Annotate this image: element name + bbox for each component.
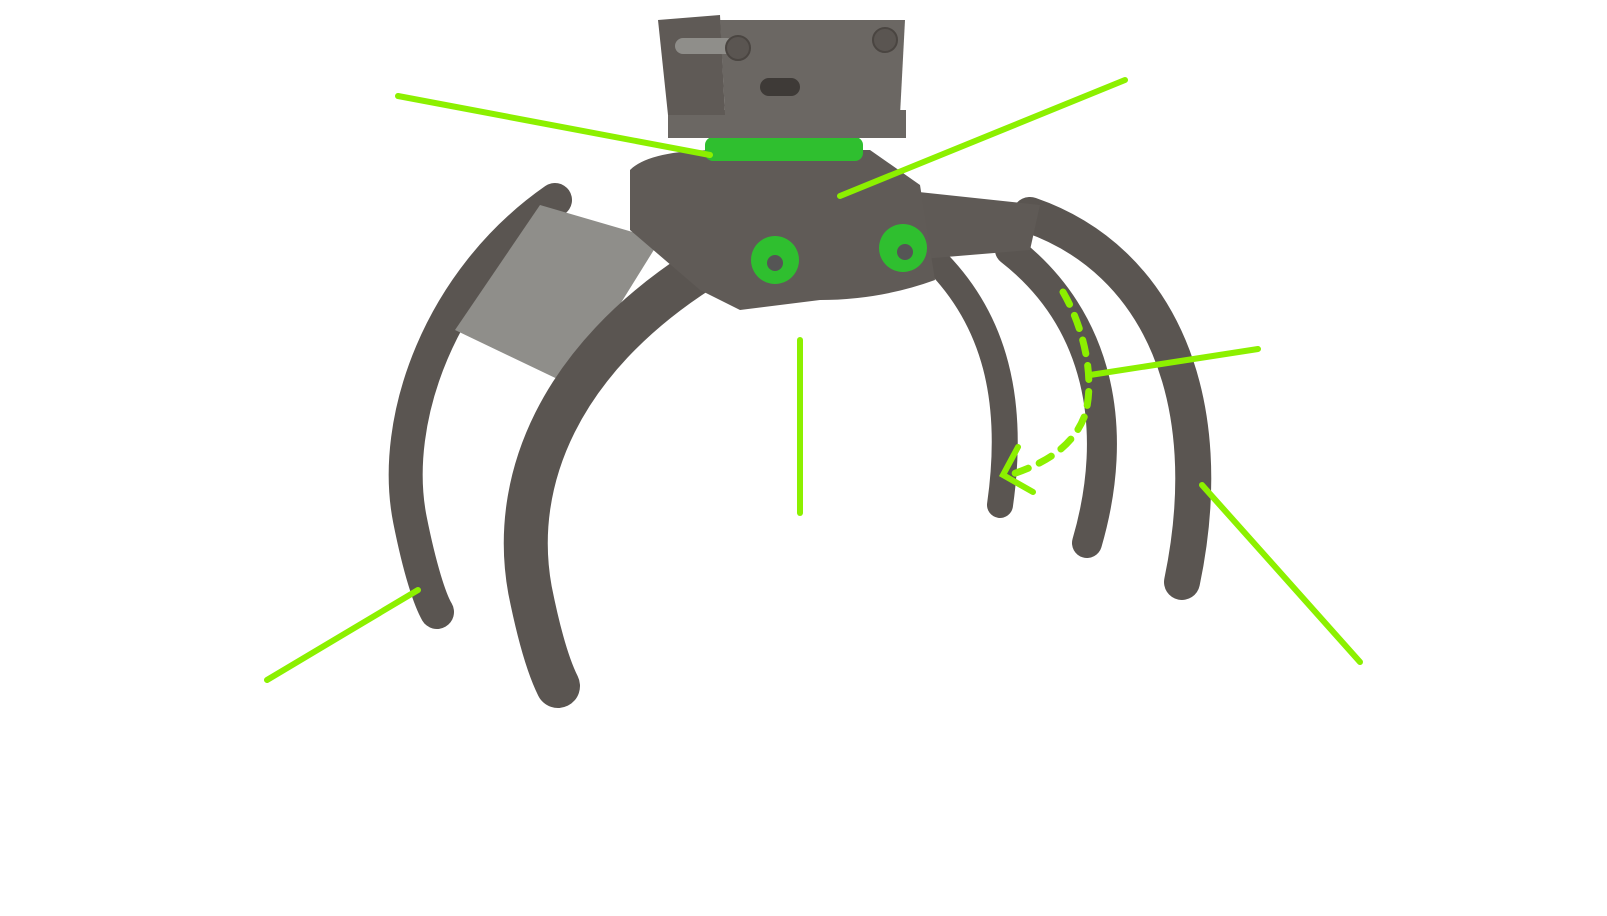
mount-pin bbox=[675, 38, 735, 54]
callout-line-left-tine bbox=[264, 587, 421, 683]
mount-plate-rear bbox=[658, 15, 725, 115]
side-plate bbox=[455, 205, 660, 385]
right-arm bbox=[900, 190, 1040, 260]
callout-line-rotation bbox=[1087, 346, 1261, 378]
tine-front-left bbox=[503, 248, 722, 708]
tine-right-inner bbox=[922, 247, 1018, 518]
pivot-right-center bbox=[897, 244, 913, 260]
rotation-arrow-dashed bbox=[1006, 288, 1093, 479]
bolt-left bbox=[725, 35, 751, 61]
tine-far-left bbox=[388, 183, 572, 629]
callout-line-right-tine bbox=[1199, 482, 1363, 665]
tine-right-middle bbox=[995, 235, 1117, 558]
mount-slot bbox=[760, 78, 800, 96]
pivot-left-center bbox=[767, 255, 783, 271]
rotation-arrowhead-icon bbox=[998, 444, 1036, 495]
callout-line-rotator bbox=[395, 93, 713, 158]
callout-line-body bbox=[837, 77, 1128, 199]
tine-right-outer bbox=[1012, 197, 1212, 600]
callout-lines bbox=[264, 77, 1363, 683]
rotator-ring bbox=[705, 137, 863, 161]
bolt-right bbox=[872, 27, 898, 53]
